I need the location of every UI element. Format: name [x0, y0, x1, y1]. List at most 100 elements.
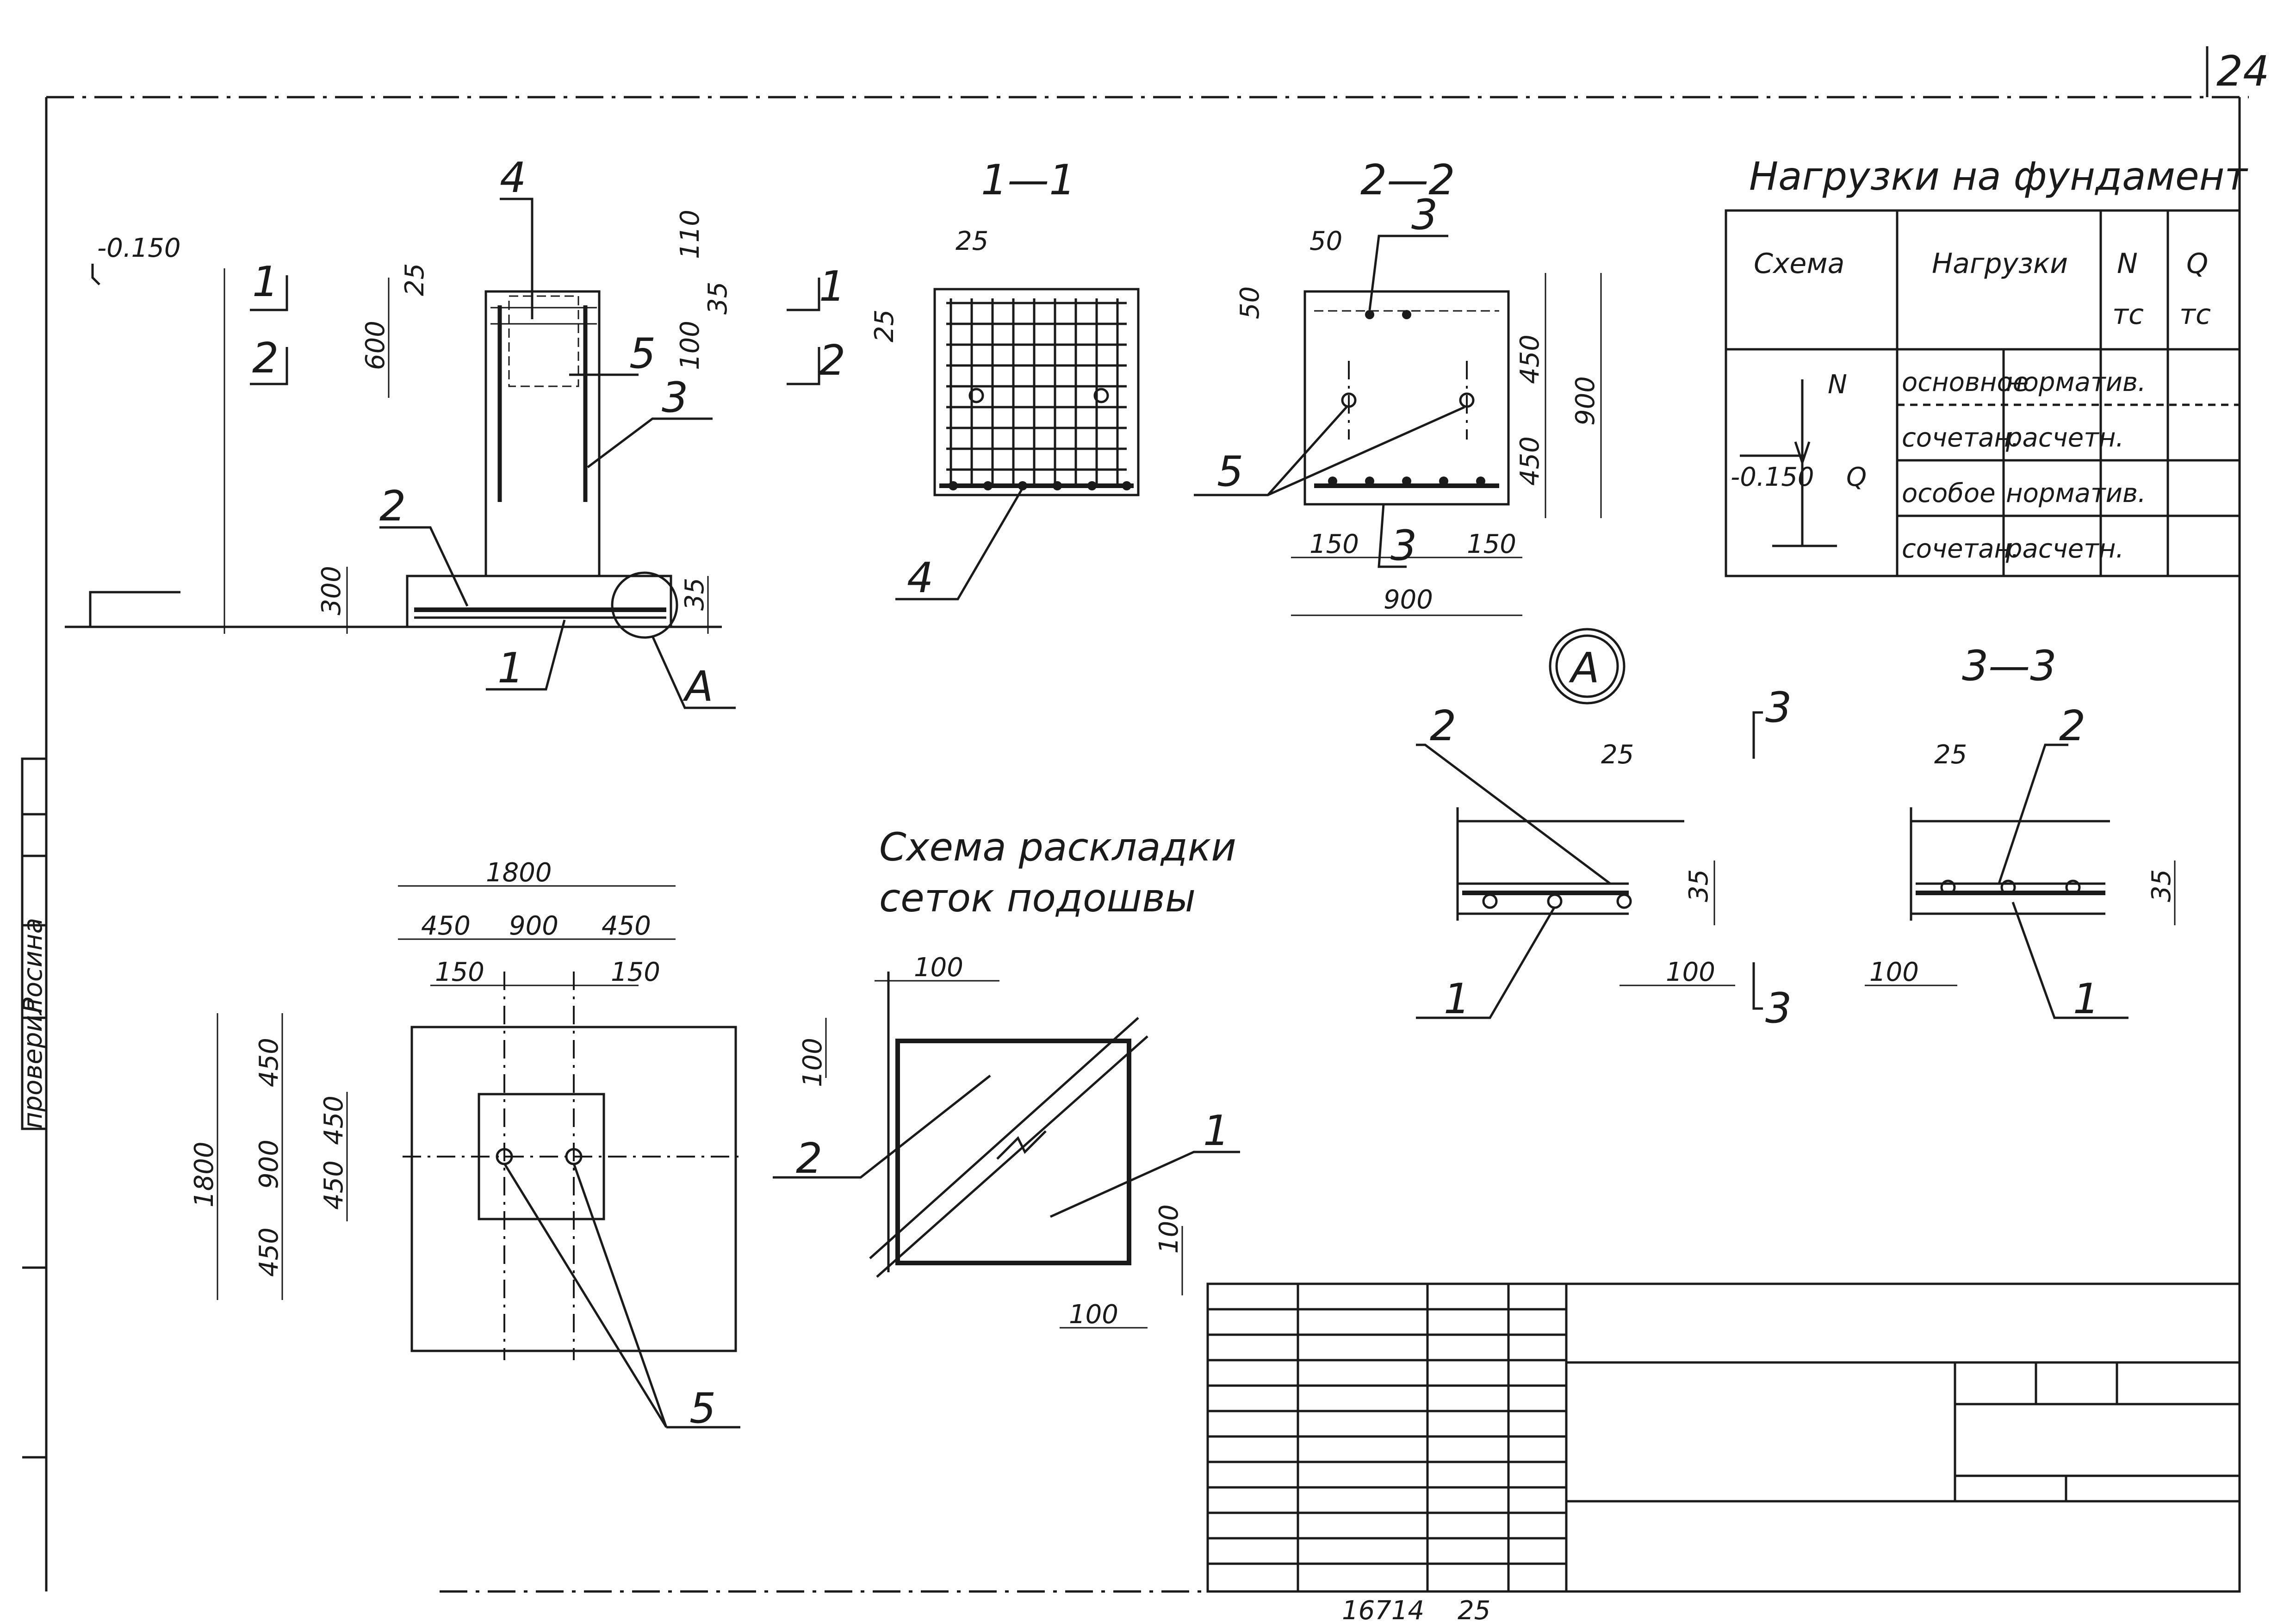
plan-offset-150-left: 150 [435, 957, 484, 987]
detail-left-dim-35: 35 [1684, 869, 1714, 902]
mesh-callout-2: 2 [796, 1134, 822, 1183]
cut-1-label: 1 [819, 262, 845, 311]
section-3-3-title: 3—3 [1962, 642, 2057, 690]
elev-dim-35b: 35 [680, 578, 710, 611]
s11-callout-4: 4 [907, 554, 933, 602]
plan-dim-450-a: 450 [421, 911, 471, 941]
scheme-q-label: Q [1846, 462, 1867, 492]
scheme-n-label: N [1828, 370, 1847, 400]
title-block [1206, 1282, 2241, 1593]
plan-offset-150-right: 150 [611, 957, 660, 987]
row3-type: норматив. [2006, 478, 2146, 508]
s33-dim-35: 35 [2147, 869, 2177, 902]
loads-table-title: Нагрузки на фундамент [1749, 154, 2248, 199]
loads-table: Нагрузки на фундамент Схема Нагрузки N Q… [1725, 154, 2248, 577]
s11-dim-25-top: 25 [956, 226, 988, 256]
section-2-2-title: 2—2 [1360, 156, 1455, 204]
s33-callout-1: 1 [2073, 975, 2099, 1023]
elev-dim-35: 35 [703, 282, 733, 315]
cut-2-label: 2 [819, 336, 845, 385]
cut-mark-1: 1 [252, 258, 279, 306]
plan-side-450-bot: 450 [254, 1227, 284, 1277]
foundation-plan: 5 1800 450 900 450 150 150 1800 450 900 … [189, 858, 745, 1433]
mesh-title-line2: сеток подошвы [879, 875, 1196, 921]
table-unit-n: тс [2112, 298, 2144, 331]
mesh-title-line1: Схема раскладки [879, 824, 1236, 870]
cut-3-bottom: 3 [1765, 984, 1792, 1033]
plan-dim-1800-side: 1800 [189, 1141, 219, 1207]
elev-dim-600: 600 [360, 321, 391, 370]
s22-dim-900: 900 [1384, 585, 1433, 615]
scheme-mark: -0.150 [1731, 462, 1814, 492]
plan-side-450-top: 450 [254, 1038, 284, 1087]
s22-dim-50-top: 50 [1309, 226, 1342, 256]
s22-dim-450-bot: 450 [1515, 436, 1545, 486]
s22-dim-150-right: 150 [1467, 529, 1516, 559]
section-1-1-title: 1—1 [981, 156, 1076, 204]
elev-dim-300: 300 [316, 566, 347, 615]
mesh-dim-100-left: 100 [798, 1038, 828, 1087]
callout-1: 1 [497, 644, 524, 693]
detail-left-callout-1: 1 [1444, 975, 1470, 1023]
section-1-1: 1—1 1 2 [787, 156, 1140, 602]
s11-dim-25-side: 25 [869, 310, 900, 342]
s22-dim-900-vert: 900 [1570, 376, 1601, 426]
mesh-layout-scheme: Схема раскладки сеток подошвы 2 1 100 10… [773, 824, 1240, 1330]
s33-callout-2: 2 [2059, 702, 2085, 750]
table-header-n: N [2117, 248, 2138, 280]
plan-callout-5: 5 [689, 1384, 716, 1433]
detail-left: 2 1 25 35 100 3 3 [1416, 683, 1792, 1033]
callout-2: 2 [379, 482, 406, 531]
plan-dim-1800-top: 1800 [486, 858, 552, 888]
elevation-mark: -0.150 [97, 233, 181, 263]
callout-3: 3 [662, 373, 688, 422]
elev-dim-25: 25 [400, 263, 430, 296]
detail-a-label: А [1569, 644, 1600, 693]
table-header-loads: Нагрузки [1932, 248, 2068, 280]
row4-type: расчетн. [2005, 534, 2124, 564]
side-stamp: проверил Росина [18, 757, 48, 1459]
row4-combo: сочетан. [1902, 534, 2019, 564]
cut-mark-2: 2 [252, 334, 279, 383]
foundation-elevation: -0.150 А 4 5 3 2 1 600 25 100 35 110 [65, 154, 736, 711]
detail-left-dim-100: 100 [1666, 957, 1715, 987]
load-scheme-sketch: N Q -0.150 [1731, 370, 1867, 547]
plan-dim-450-b: 450 [602, 911, 651, 941]
detail-left-callout-2: 2 [1430, 702, 1456, 750]
s22-dim-50-side: 50 [1235, 286, 1265, 319]
callout-a: А [683, 662, 714, 711]
mesh-grid [946, 298, 1127, 486]
row2-combo: сочетан. [1902, 423, 2019, 453]
table-unit-q: тс [2179, 298, 2211, 331]
plan-inner-450-top: 450 [319, 1096, 349, 1145]
s22-callout-3-top: 3 [1411, 191, 1438, 239]
sheet-number: 24 [2216, 47, 2270, 96]
table-header-scheme: Схема [1754, 248, 1844, 280]
mesh-dim-100-top: 100 [914, 953, 963, 983]
s22-dim-150-left: 150 [1309, 529, 1359, 559]
elev-dim-110: 110 [675, 210, 705, 259]
table-header-q: Q [2186, 248, 2208, 280]
cut-3-top: 3 [1765, 683, 1792, 732]
mesh-callout-1: 1 [1203, 1107, 1229, 1155]
detail-left-dim-25: 25 [1601, 740, 1634, 770]
s33-dim-25: 25 [1934, 740, 1967, 770]
checker-name: Росина [18, 918, 48, 1013]
plan-inner-450-bot: 450 [319, 1160, 349, 1210]
row1-combo: основное [1902, 367, 2029, 397]
row1-type: норматив. [2006, 367, 2146, 397]
bottom-code-2: 25 [1458, 1596, 1490, 1622]
checked-label: проверил [18, 998, 48, 1129]
section-3-3: 3—3 2 1 25 35 100 [1865, 642, 2177, 1023]
s22-callout-3-bot: 3 [1390, 521, 1417, 570]
elev-dim-100: 100 [675, 321, 705, 370]
mesh-dim-100-bottom: 100 [1069, 1300, 1118, 1330]
s22-callout-5: 5 [1217, 447, 1243, 496]
row3-combo: особое [1902, 478, 1996, 508]
row2-type: расчетн. [2005, 423, 2124, 453]
bottom-code: 16714 [1342, 1596, 1424, 1622]
s22-dim-450-top: 450 [1515, 334, 1545, 384]
callout-4: 4 [500, 154, 526, 202]
mesh-dim-100-right: 100 [1154, 1204, 1184, 1254]
